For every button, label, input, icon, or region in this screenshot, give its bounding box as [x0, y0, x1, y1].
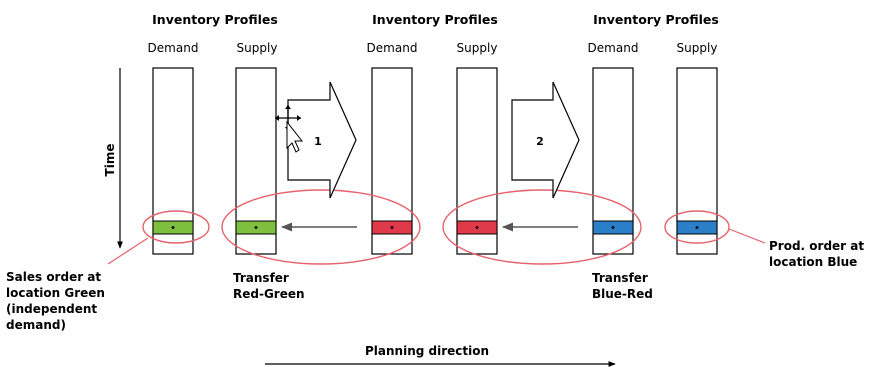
transfer-red-green-callout: Transfer Red-Green	[233, 271, 305, 301]
header-inventory-profiles-3: Inventory Profiles	[593, 12, 719, 27]
svg-text:Transfer: Transfer	[233, 271, 289, 285]
prod-order-callout: Prod. order at location Blue	[769, 239, 864, 269]
step-1-label: 1	[314, 135, 322, 148]
planning-direction-label: Planning direction	[365, 344, 489, 358]
header-inventory-profiles-2: Inventory Profiles	[372, 12, 498, 27]
prod-order-ellipse	[664, 210, 730, 244]
supply-label-2: Supply	[457, 41, 498, 55]
sales-order-connector	[107, 237, 149, 265]
big-arrow-1	[287, 81, 357, 199]
demand-label-3: Demand	[588, 41, 639, 55]
svg-text:demand): demand)	[6, 318, 66, 332]
supply-label-1: Supply	[237, 41, 278, 55]
transfer-blue-red-callout: Transfer Blue-Red	[592, 271, 653, 301]
svg-text:Red-Green: Red-Green	[233, 287, 305, 301]
svg-text:Transfer: Transfer	[592, 271, 648, 285]
entry-dot	[475, 226, 479, 229]
demand-label-2: Demand	[367, 41, 418, 55]
svg-text:Sales order at: Sales order at	[6, 270, 101, 284]
entry-dot	[254, 226, 258, 229]
entry-dot	[171, 226, 175, 229]
entry-dot	[695, 226, 699, 229]
demand-label-1: Demand	[148, 41, 199, 55]
sales-order-callout: Sales order at location Green (independe…	[6, 270, 105, 332]
supply-label-3: Supply	[677, 41, 718, 55]
entry-dot	[390, 226, 394, 229]
svg-text:location Blue: location Blue	[769, 255, 857, 269]
transfer-blue-red-ellipse	[442, 189, 642, 265]
sales-order-ellipse	[142, 210, 210, 244]
svg-text:(independent: (independent	[6, 302, 97, 316]
header-inventory-profiles-1: Inventory Profiles	[152, 12, 278, 27]
svg-text:Prod. order at: Prod. order at	[769, 239, 864, 253]
svg-text:location Green: location Green	[6, 286, 105, 300]
transfer-red-green-ellipse	[221, 189, 421, 265]
step-2-label: 2	[536, 135, 544, 148]
move-cursor-icon	[275, 105, 304, 153]
svg-text:Blue-Red: Blue-Red	[592, 287, 653, 301]
big-arrow-2	[511, 81, 580, 199]
prod-order-connector	[728, 228, 766, 244]
entry-dot	[611, 226, 615, 229]
time-axis-label: Time	[103, 144, 117, 177]
